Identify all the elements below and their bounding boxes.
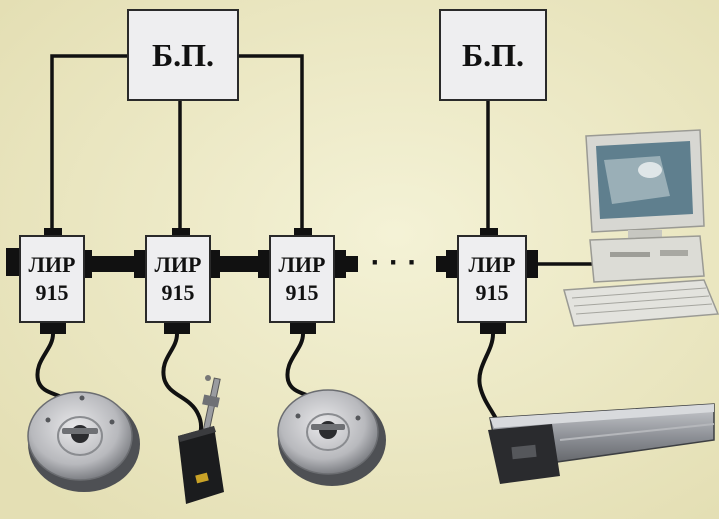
module-1-number: 915 bbox=[36, 280, 69, 305]
module-3: ЛИР 915 bbox=[269, 235, 335, 323]
rotary-encoder-icon bbox=[277, 389, 386, 486]
power-unit-1-label: Б.П. bbox=[152, 37, 214, 73]
module-1: ЛИР 915 bbox=[19, 235, 85, 323]
module-2-number: 915 bbox=[162, 280, 195, 305]
module-4-number: 915 bbox=[476, 280, 509, 305]
computer-icon bbox=[563, 129, 719, 327]
module-1-name: ЛИР bbox=[29, 252, 76, 277]
power-unit-1: Б.П. bbox=[127, 9, 239, 101]
ellipsis: · · · bbox=[371, 246, 418, 279]
bus-link bbox=[6, 248, 600, 278]
rotary-encoder-icon bbox=[27, 391, 140, 492]
power-unit-2-label: Б.П. bbox=[462, 37, 524, 73]
module-3-number: 915 bbox=[286, 280, 319, 305]
module-2-name: ЛИР bbox=[155, 252, 202, 277]
module-4: ЛИР 915 bbox=[457, 235, 527, 323]
linear-probe-icon bbox=[178, 375, 224, 504]
module-2: ЛИР 915 bbox=[145, 235, 211, 323]
module-3-name: ЛИР bbox=[279, 252, 326, 277]
power-unit-2: Б.П. bbox=[439, 9, 547, 101]
module-connectors bbox=[40, 228, 506, 334]
module-4-name: ЛИР bbox=[469, 252, 516, 277]
linear-scale-icon bbox=[488, 403, 715, 484]
power-wiring bbox=[50, 54, 490, 234]
